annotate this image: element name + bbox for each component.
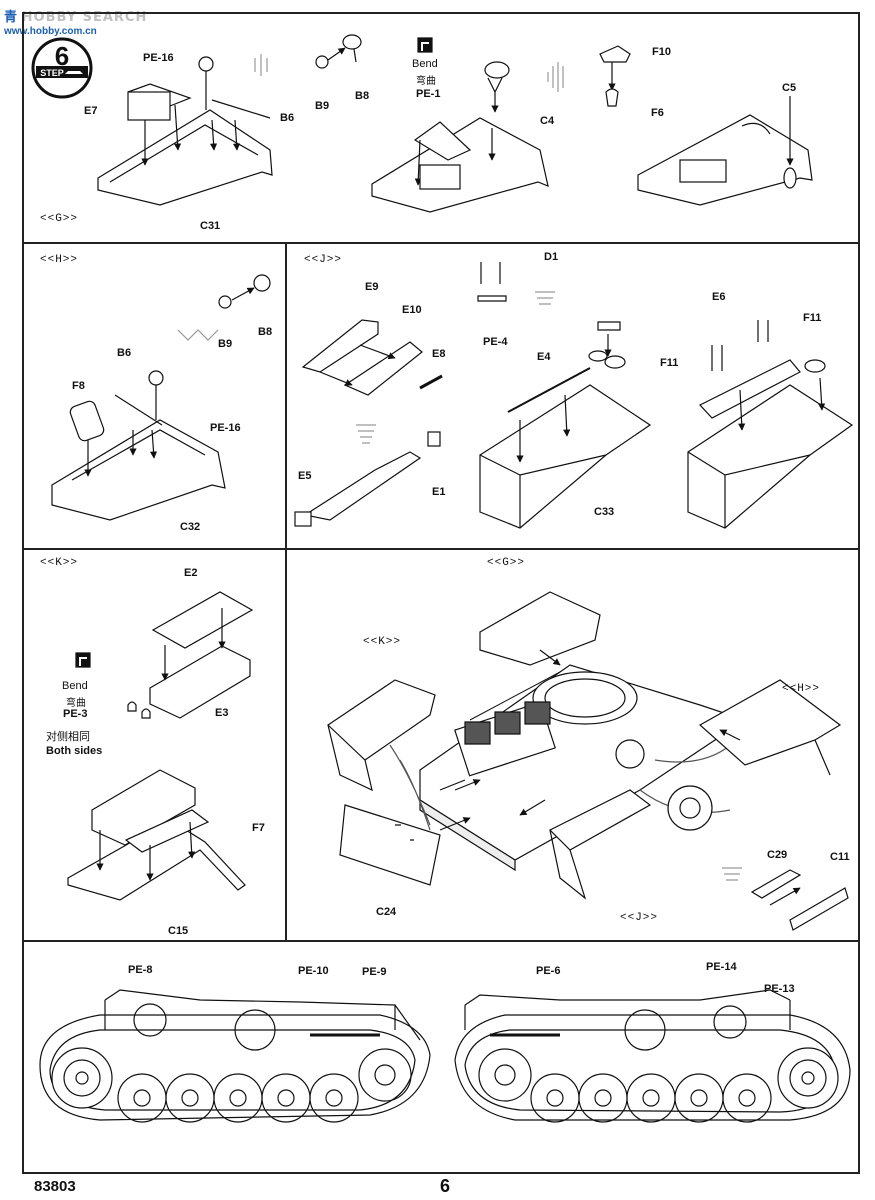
page-frame	[22, 12, 860, 1174]
part-label: E1	[432, 486, 446, 498]
part-e9-e10	[294, 319, 443, 527]
watermark-url: www.hobby.com.cn	[4, 26, 97, 37]
section-label-g: <<G>>	[487, 557, 526, 569]
bend-label-cn: 弯曲	[66, 698, 86, 709]
part-label: C29	[767, 849, 788, 861]
part-c33-plate	[477, 262, 652, 529]
part-label: B9	[218, 338, 233, 350]
step-label: STEP	[40, 68, 64, 78]
part-label: F6	[651, 107, 664, 119]
bend-label: Bend	[62, 680, 88, 692]
part-label: C4	[540, 115, 555, 127]
part-label: F7	[252, 822, 265, 834]
part-label: PE-14	[706, 961, 737, 973]
part-label: F10	[652, 46, 671, 58]
part-label: E6	[712, 291, 726, 303]
hull-assembly	[327, 591, 849, 931]
part-label: E8	[432, 348, 446, 360]
part-label: E2	[184, 567, 198, 579]
part-label: PE-3	[63, 708, 88, 720]
divider	[22, 940, 860, 942]
divider	[285, 548, 287, 940]
page-number: 6	[440, 1176, 451, 1196]
part-label: PE-16	[210, 422, 241, 434]
note-cn: 对侧相同	[46, 731, 90, 743]
part-label: E5	[298, 470, 312, 482]
part-label: PE-1	[416, 88, 441, 100]
part-c32-plate	[51, 274, 271, 521]
side-view-right	[454, 989, 851, 1123]
divider	[285, 242, 287, 548]
part-label: C33	[594, 506, 615, 518]
part-label: F8	[72, 380, 85, 392]
part-c31-plate	[97, 56, 273, 206]
part-c5-plate	[599, 45, 813, 206]
step-number: 6	[55, 41, 69, 71]
part-label: F11	[660, 357, 679, 369]
bend-label: Bend	[412, 58, 438, 70]
part-label: E7	[84, 105, 98, 117]
part-label: PE-10	[298, 965, 329, 977]
part-label: PE-8	[128, 964, 153, 976]
part-label: C5	[782, 82, 797, 94]
part-label: B8	[258, 326, 273, 338]
section-label-g: <<G>>	[40, 213, 79, 225]
part-label: E3	[215, 707, 229, 719]
section-label-h: <<H>>	[40, 254, 79, 266]
part-label: F11	[803, 312, 822, 324]
part-e6-plate	[687, 320, 854, 529]
part-label: PE-4	[483, 336, 508, 348]
note-en: Both sides	[46, 745, 103, 757]
part-label: C15	[168, 925, 189, 937]
part-label: E4	[537, 351, 551, 363]
part-label: E10	[402, 304, 422, 316]
part-pe1-plate	[254, 34, 564, 213]
divider	[22, 242, 860, 244]
part-label: B6	[280, 112, 295, 124]
part-label: C31	[200, 220, 221, 232]
part-k-assembly	[67, 591, 254, 901]
bend-label-cn: 弯曲	[416, 76, 436, 87]
section-label-h: <<H>>	[782, 683, 821, 695]
part-label: C32	[180, 521, 201, 533]
product-code: 83803	[34, 1178, 76, 1195]
part-label: PE-6	[536, 965, 561, 977]
section-label-k: <<K>>	[40, 557, 79, 569]
part-label: B8	[355, 90, 370, 102]
part-label: C24	[376, 906, 397, 918]
watermark-cn: 青	[4, 9, 19, 24]
part-label: B9	[315, 100, 330, 112]
side-view-left	[39, 989, 431, 1123]
part-label: B6	[117, 347, 132, 359]
section-label-k: <<K>>	[363, 636, 402, 648]
step-badge: 6 STEP	[31, 37, 93, 99]
part-label: E9	[365, 281, 379, 293]
part-label: D1	[544, 251, 559, 263]
part-label: C11	[830, 851, 850, 863]
part-label: PE-9	[362, 966, 387, 978]
part-label: PE-13	[764, 983, 795, 995]
divider	[22, 548, 860, 550]
section-label-j: <<J>>	[620, 912, 659, 924]
section-label-j: <<J>>	[304, 254, 343, 266]
part-label: PE-16	[143, 52, 174, 64]
